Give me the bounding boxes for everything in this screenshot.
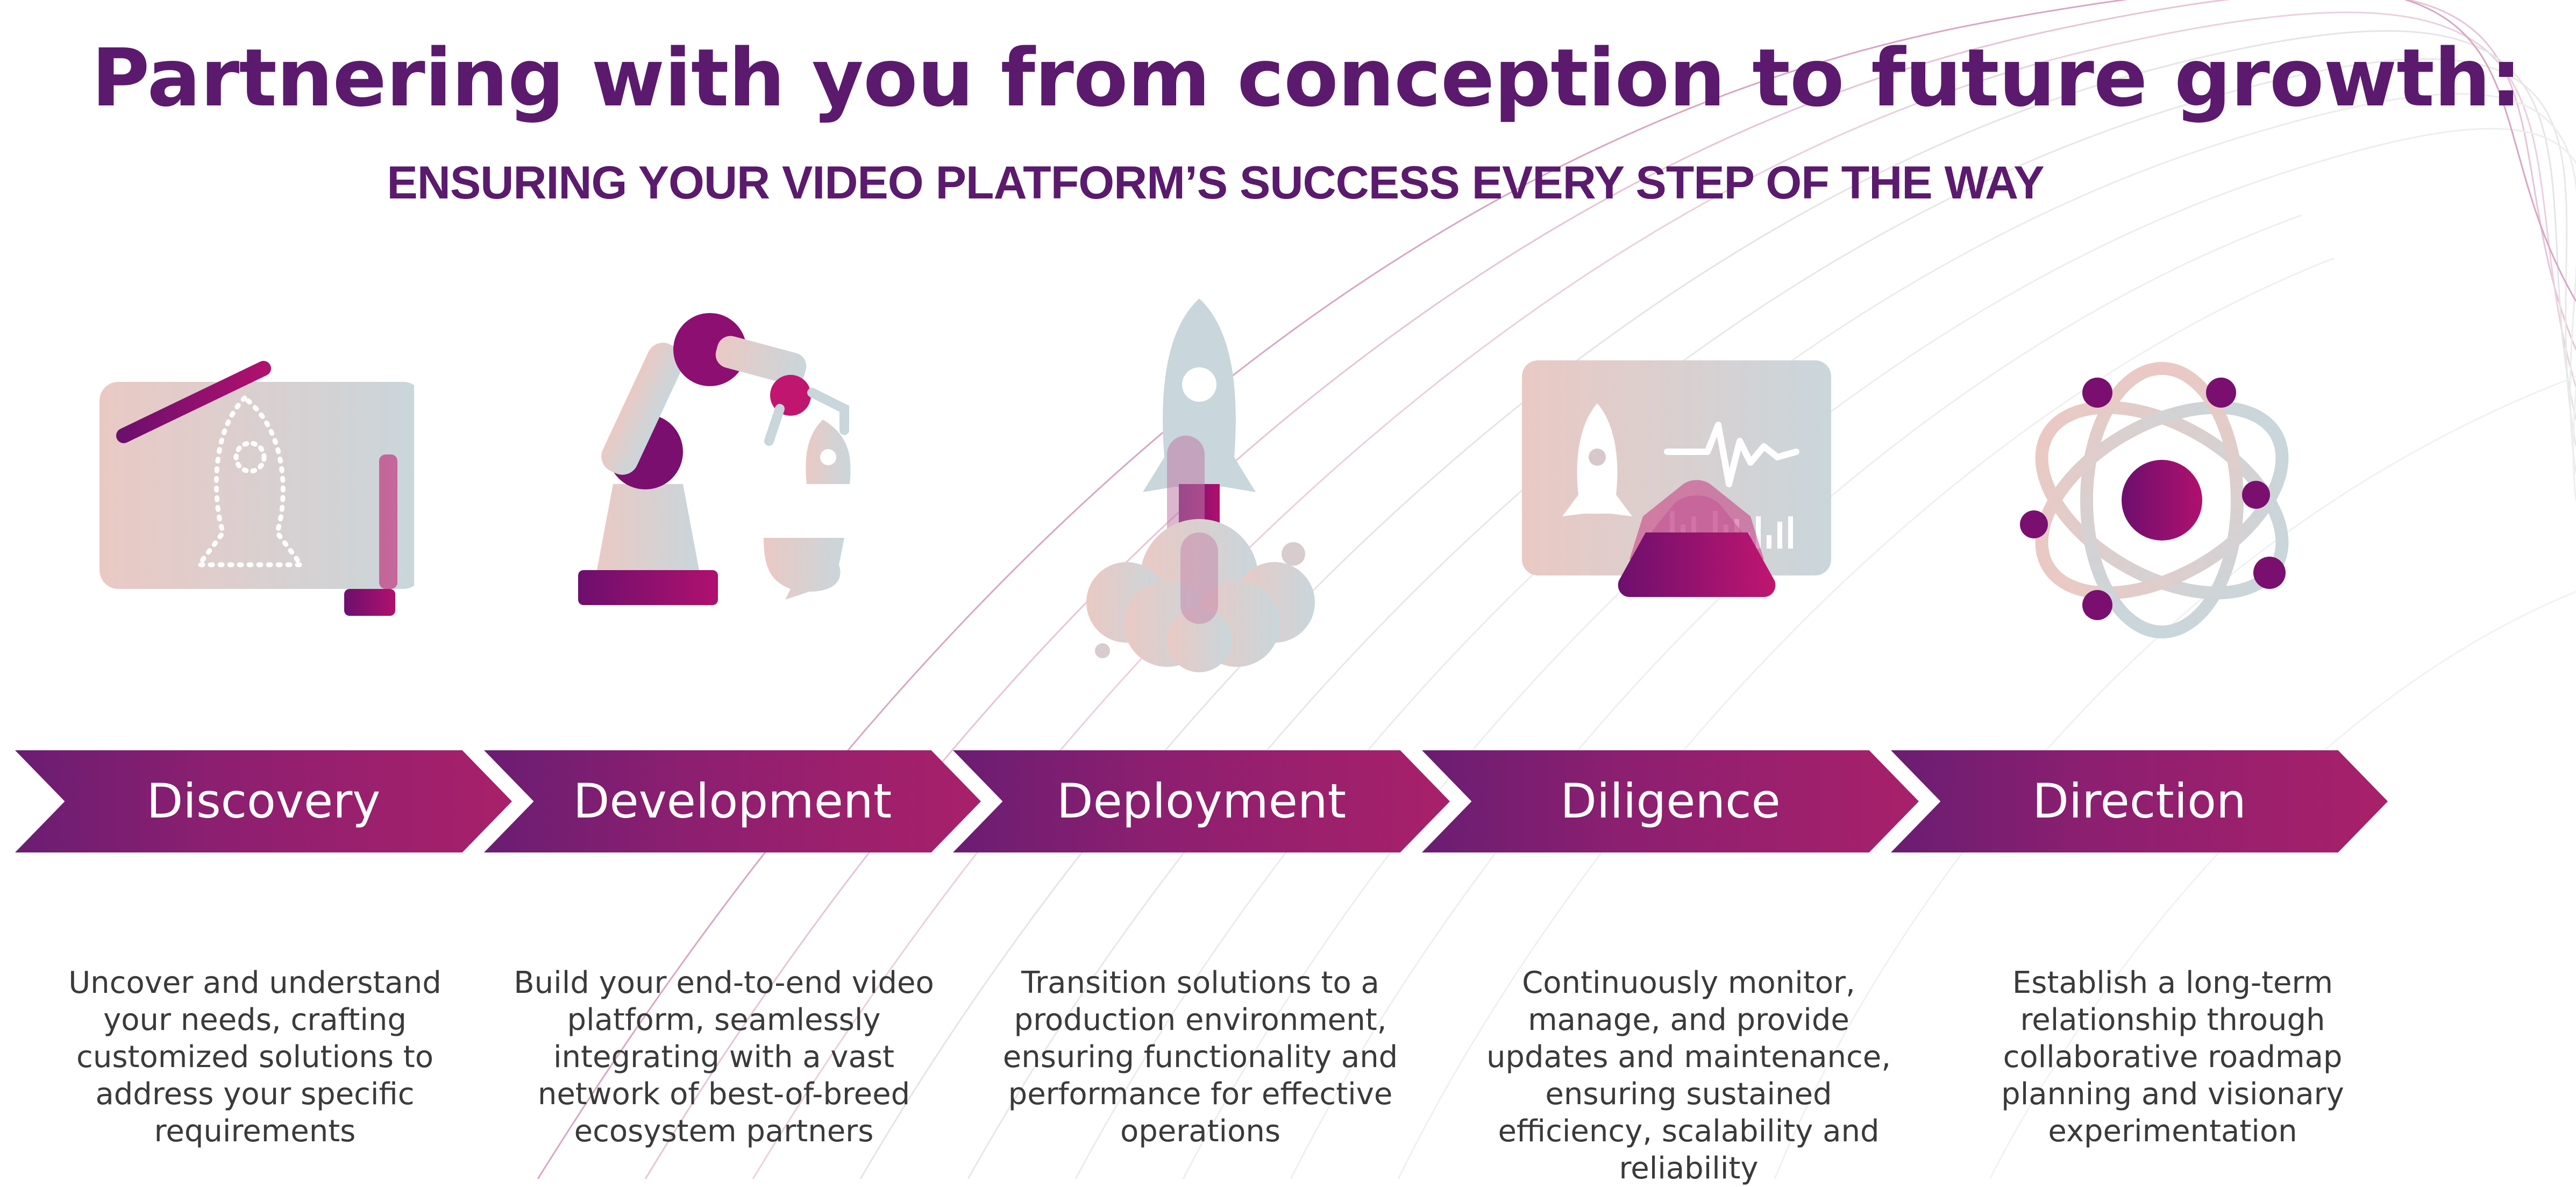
monitor-dashboard-icon — [1511, 280, 1834, 688]
page-title: Partnering with you from conception to f… — [91, 32, 2522, 124]
step-label: Deployment — [1056, 773, 1347, 829]
robot-arm-icon — [565, 280, 887, 688]
step-description-discovery: Uncover and understand your needs, craft… — [68, 965, 442, 1149]
process-steps: Discovery Development Deployment Diligen… — [0, 750, 2576, 858]
step-diligence: Diligence — [1422, 750, 1919, 852]
step-label: Diligence — [1560, 773, 1781, 829]
step-description-diligence: Continuously monitor, manage, and provid… — [1486, 965, 1891, 1186]
step-description-direction: Establish a long-term relationship throu… — [2001, 965, 2344, 1149]
step-description-development: Build your end-to-end video platform, se… — [514, 965, 934, 1149]
step-deployment: Deployment — [953, 750, 1450, 852]
step-development: Development — [484, 750, 981, 852]
page-subtitle: ENSURING YOUR VIDEO PLATFORM’S SUCCESS E… — [387, 157, 2044, 209]
blueprint-rocket-icon — [91, 280, 422, 688]
step-label: Development — [573, 773, 892, 829]
step-label: Discovery — [146, 773, 381, 829]
step-discovery: Discovery — [15, 750, 512, 852]
atom-orbit-icon — [2001, 280, 2323, 688]
step-label: Direction — [2032, 773, 2246, 829]
step-direction: Direction — [1891, 750, 2388, 852]
step-description-deployment: Transition solutions to a production env… — [1002, 965, 1398, 1149]
rocket-launch-icon — [1038, 280, 1361, 688]
